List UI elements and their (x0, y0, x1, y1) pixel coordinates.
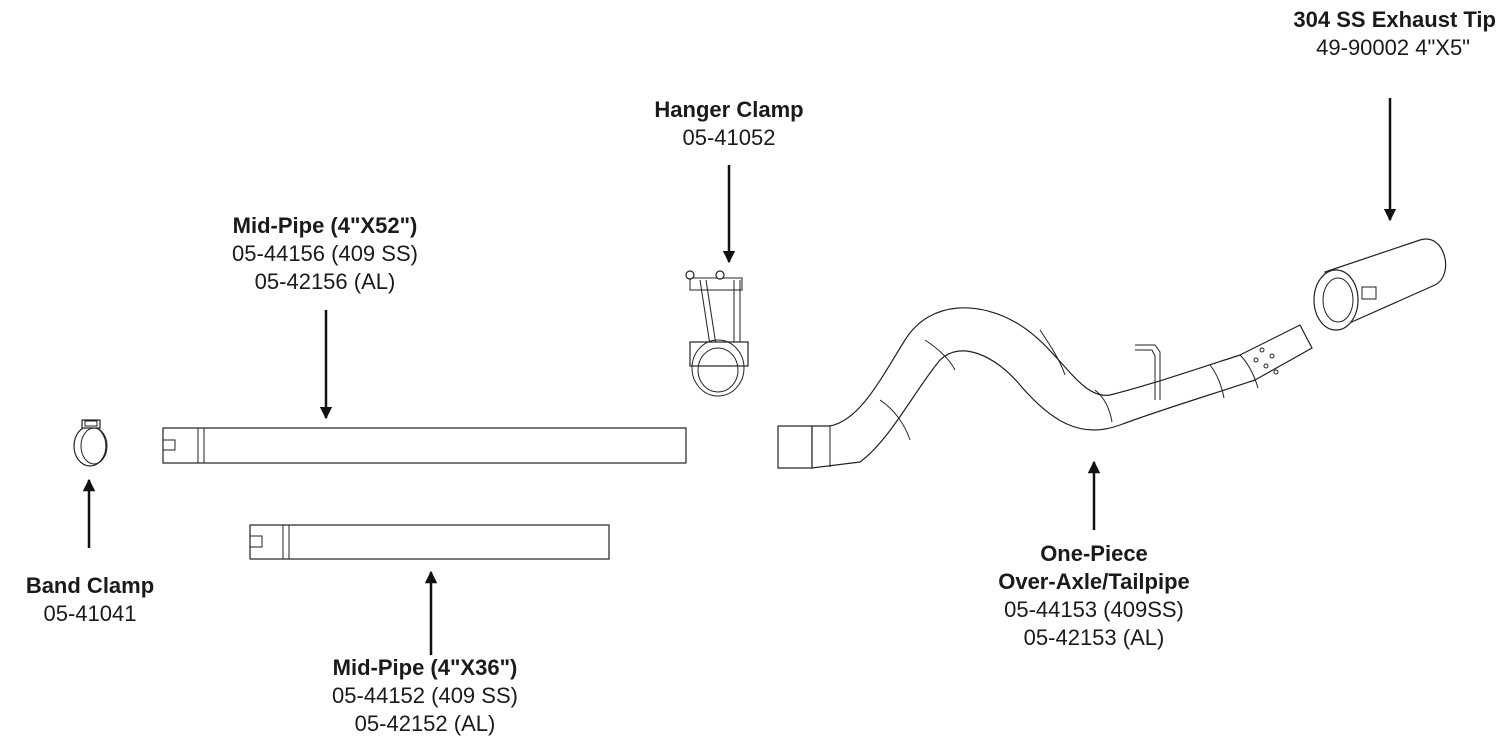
mid-pipe-52-label: Mid-Pipe (4"X52") 05-44156 (409 SS) 05-4… (190, 212, 460, 296)
mid-pipe-36-part (249, 524, 610, 560)
mid-pipe-52-title: Mid-Pipe (4"X52") (232, 213, 418, 238)
mid-pipe-36-part-al: 05-42152 (AL) (354, 711, 496, 736)
band-clamp-part-number: 05-41041 (43, 601, 137, 626)
mid-pipe-36-title: Mid-Pipe (4"X36") (332, 655, 518, 680)
over-axle-label: One-Piece Over-Axle/Tailpipe 05-44153 (4… (960, 540, 1228, 652)
hanger-clamp-part-number: 05-41052 (682, 125, 776, 150)
mid-pipe-52-part-ss: 05-44156 (409 SS) (232, 241, 418, 266)
mid-pipe-52-part (162, 427, 687, 464)
over-axle-title-line2: Over-Axle/Tailpipe (998, 569, 1190, 594)
band-clamp-label: Band Clamp 05-41041 (0, 572, 180, 628)
hanger-clamp-label: Hanger Clamp 05-41052 (600, 96, 858, 152)
over-axle-part-ss: 05-44153 (409SS) (1004, 597, 1184, 622)
exhaust-tip-part-number: 49-90002 4"X5" (1316, 35, 1470, 60)
hanger-clamp-part (685, 270, 749, 397)
over-axle-part-al: 05-42153 (AL) (1023, 625, 1165, 650)
over-axle-tailpipe-part (777, 307, 1313, 469)
band-clamp-title: Band Clamp (25, 573, 155, 598)
mid-pipe-52-part-al: 05-42156 (AL) (254, 269, 396, 294)
band-clamp-part (73, 419, 108, 467)
exhaust-tip-part (1313, 238, 1447, 331)
over-axle-title-line1: One-Piece (1040, 541, 1148, 566)
mid-pipe-36-label: Mid-Pipe (4"X36") 05-44152 (409 SS) 05-4… (290, 654, 560, 738)
hanger-clamp-title: Hanger Clamp (654, 97, 804, 122)
mid-pipe-36-part-ss: 05-44152 (409 SS) (332, 683, 518, 708)
exhaust-tip-label: 304 SS Exhaust Tip 49-90002 4"X5" (1210, 6, 1496, 62)
exhaust-tip-title: 304 SS Exhaust Tip (1293, 7, 1496, 32)
